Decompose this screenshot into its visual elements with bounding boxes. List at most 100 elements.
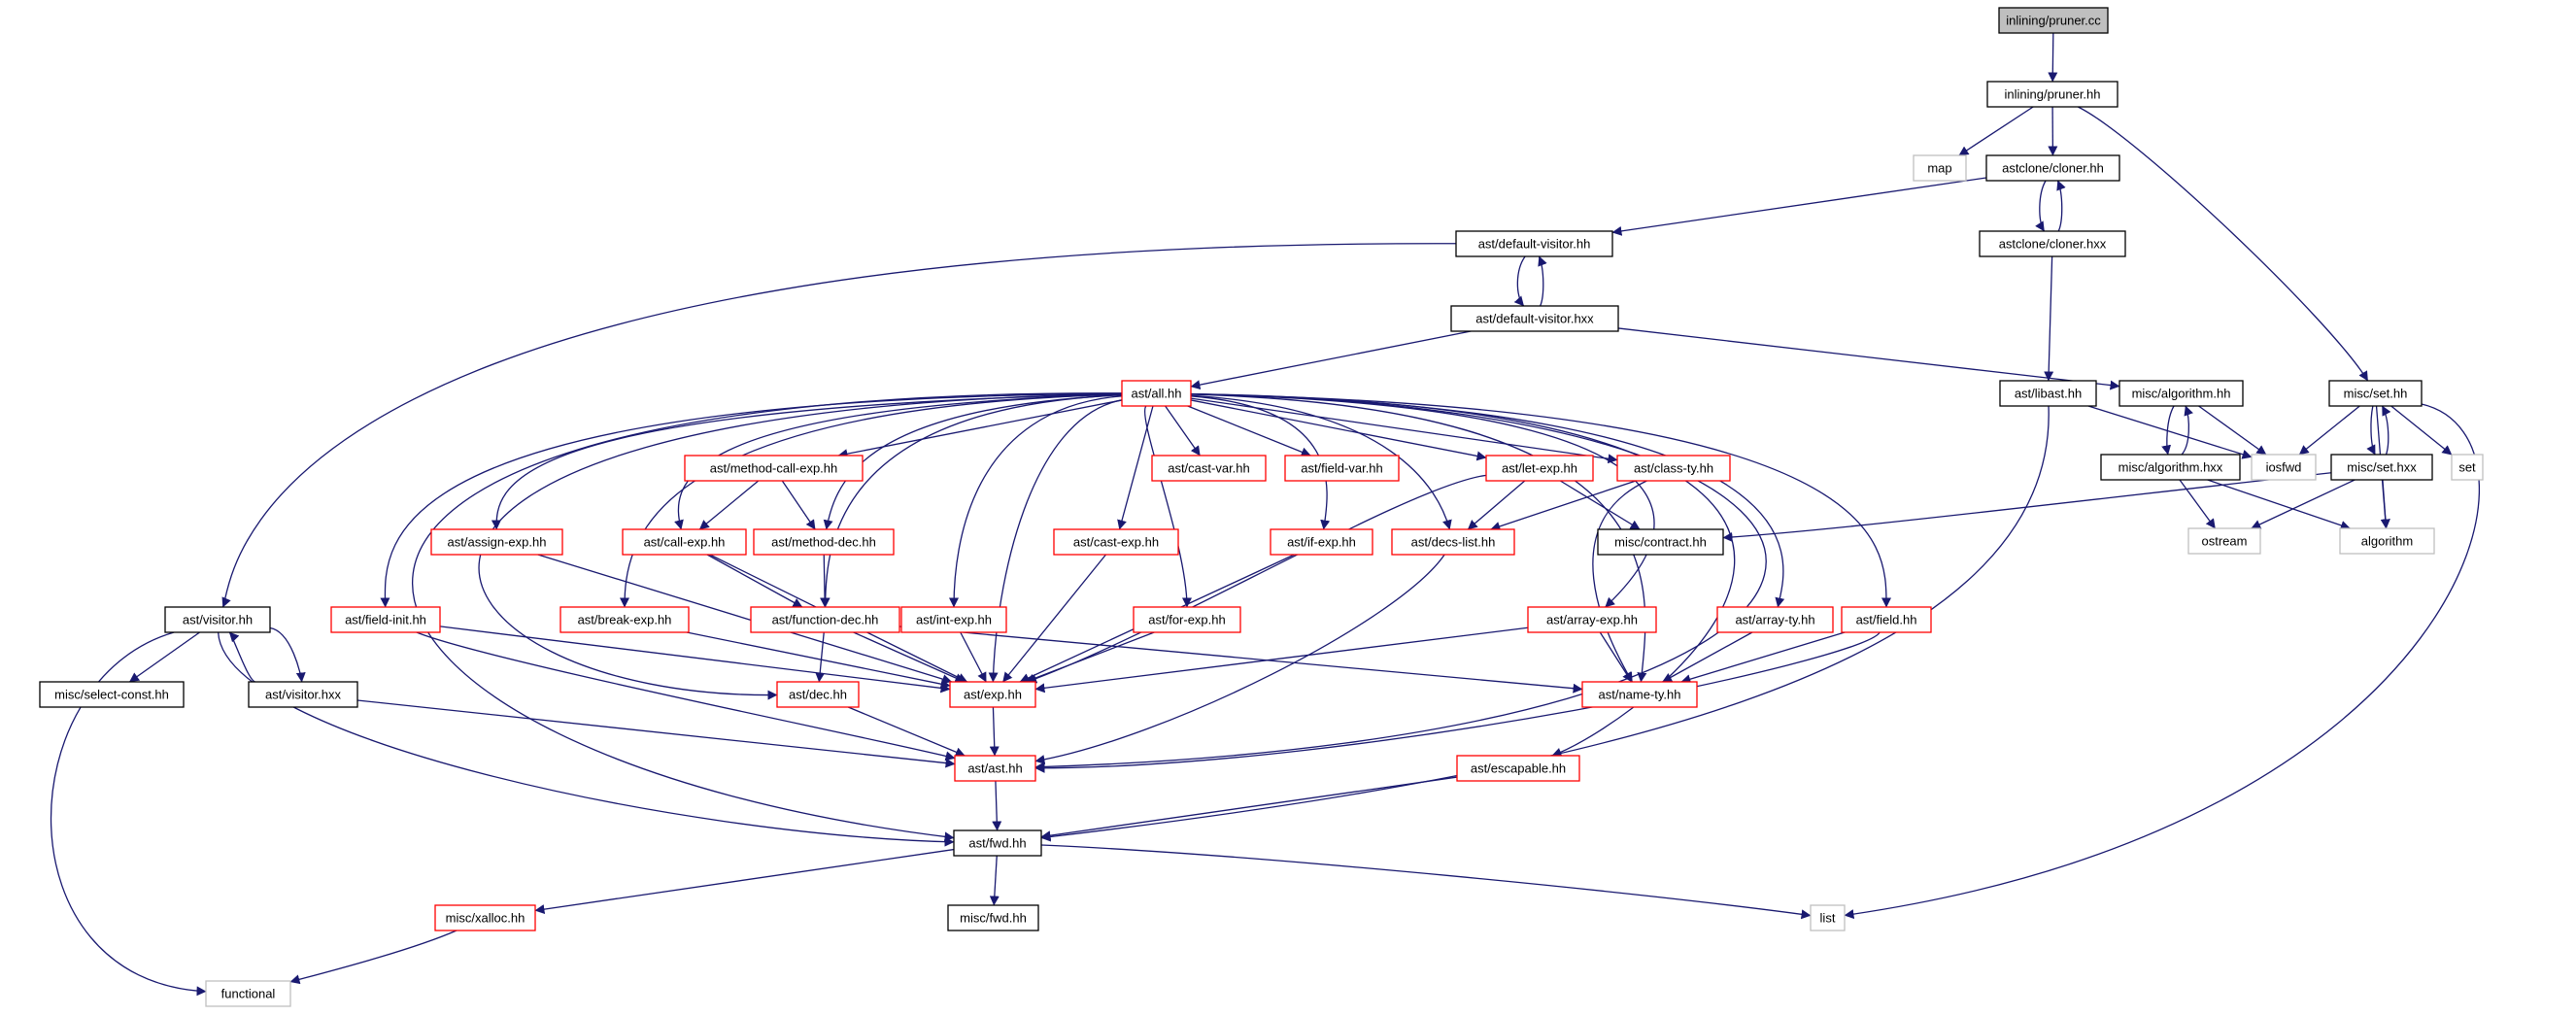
edge-all_hh-to-array_exp [1190, 393, 1655, 608]
edge-all_hh-to-array_ty [1190, 393, 1785, 608]
node-box [949, 681, 1036, 708]
edge-cloner_hh-to-cloner_hxx [2035, 180, 2047, 232]
node-visitor-hxx[interactable]: ast/visitor.hxx [248, 681, 358, 708]
node-method-dec[interactable]: ast/method-dec.hh [753, 528, 895, 556]
node-label: ast/default-visitor.hxx [1475, 312, 1594, 326]
node-int-exp[interactable]: ast/int-exp.hh [900, 606, 1007, 633]
edge-misc_algorithm_hh-to-iosfwd [2198, 405, 2267, 456]
node-box [330, 606, 441, 633]
node-misc-contract[interactable]: misc/contract.hh [1597, 528, 1724, 556]
node-list: list [1810, 904, 1846, 931]
node-name-ty[interactable]: ast/name-ty.hh [1581, 681, 1698, 708]
node-box [430, 528, 563, 556]
node-box [750, 606, 900, 633]
node-array-exp[interactable]: ast/array-exp.hh [1527, 606, 1657, 633]
node-box [2118, 380, 2244, 407]
edge-cloner_hxx-to-cloner_hh [2056, 180, 2066, 232]
edge-method_call_exp-to-call_exp [698, 480, 760, 530]
node-misc-set-hxx[interactable]: misc/set.hxx [2330, 454, 2433, 481]
node-label: iosfwd [2266, 460, 2302, 475]
edge-array_exp-to-name_ty [1599, 631, 1633, 683]
edge-cast_exp-to-exp_hh [1002, 554, 1106, 683]
node-decs-list[interactable]: ast/decs-list.hh [1391, 528, 1515, 556]
node-method-call-exp[interactable]: ast/method-call-exp.hh [684, 455, 864, 482]
edge-all_hh-to-int_exp [949, 395, 1123, 608]
node-label: ast/let-exp.hh [1502, 461, 1577, 476]
node-box [1985, 154, 2120, 182]
edge-default_visitor_hxx-to-misc_algorithm_hh [1617, 327, 2120, 390]
node-label: ast/visitor.hxx [265, 688, 342, 702]
node-field-var[interactable]: ast/field-var.hh [1284, 455, 1400, 482]
node-box [954, 755, 1036, 782]
edge-let_exp-to-decs_list [1467, 480, 1526, 530]
edge-misc_set_hxx-to-algorithm [2380, 479, 2390, 529]
node-label: misc/set.hh [2344, 387, 2408, 401]
node-assign-exp[interactable]: ast/assign-exp.hh [430, 528, 563, 556]
node-box [2328, 380, 2423, 407]
node-pruner-hh[interactable]: inlining/pruner.hh [1986, 81, 2118, 108]
node-box [2339, 527, 2435, 555]
edge-xalloc-to-functional [289, 930, 458, 985]
node-class-ty[interactable]: ast/class-ty.hh [1616, 455, 1731, 482]
edge-pruner_hh-to-map [1958, 106, 2034, 156]
node-default-visitor-hxx[interactable]: ast/default-visitor.hxx [1450, 305, 1619, 332]
node-root[interactable]: inlining/pruner.cc [1998, 7, 2109, 34]
node-cast-var[interactable]: ast/cast-var.hh [1151, 455, 1267, 482]
node-box [1121, 380, 1192, 407]
node-misc-algorithm-hxx[interactable]: misc/algorithm.hxx [2100, 454, 2241, 481]
edge-pruner_hh-to-misc_set_hh [2078, 106, 2369, 382]
node-misc-set-hh[interactable]: misc/set.hh [2328, 380, 2423, 407]
node-misc-fwd[interactable]: misc/fwd.hh [947, 904, 1039, 931]
node-dec-hh[interactable]: ast/dec.hh [776, 681, 860, 708]
node-select-const[interactable]: misc/select-const.hh [39, 681, 185, 708]
node-misc-algorithm-hh[interactable]: misc/algorithm.hh [2118, 380, 2244, 407]
node-array-ty[interactable]: ast/array-ty.hh [1716, 606, 1834, 633]
node-iosfwd: iosfwd [2251, 454, 2317, 481]
node-box [1053, 528, 1179, 556]
node-visitor-hh[interactable]: ast/visitor.hh [164, 606, 271, 633]
node-cloner-hh[interactable]: astclone/cloner.hh [1985, 154, 2120, 182]
node-libast-hh[interactable]: ast/libast.hh [1999, 380, 2097, 407]
node-label: ast/assign-exp.hh [448, 535, 547, 550]
node-break-exp[interactable]: ast/break-exp.hh [559, 606, 690, 633]
node-escapable[interactable]: ast/escapable.hh [1456, 755, 1580, 782]
node-label: inlining/pruner.cc [2006, 14, 2101, 28]
node-all-hh[interactable]: ast/all.hh [1121, 380, 1192, 407]
node-call-exp[interactable]: ast/call-exp.hh [622, 528, 747, 556]
node-label: misc/select-const.hh [54, 688, 169, 702]
node-cast-exp[interactable]: ast/cast-exp.hh [1053, 528, 1179, 556]
node-box [622, 528, 747, 556]
edge-field_init-to-ast_hh [416, 631, 956, 761]
node-field-init[interactable]: ast/field-init.hh [330, 606, 441, 633]
node-box [1810, 904, 1846, 931]
edge-function_dec-to-exp_hh [853, 631, 966, 683]
node-label: ast/default-visitor.hh [1478, 237, 1591, 252]
edge-class_ty-to-decs_list [1490, 480, 1637, 531]
node-default-visitor-hh[interactable]: ast/default-visitor.hh [1455, 230, 1613, 257]
node-fwd-hh[interactable]: ast/fwd.hh [953, 829, 1042, 857]
edge-libast_hh-to-iosfwd [2087, 405, 2253, 459]
edge-default_visitor_hh-to-visitor_hh [221, 243, 1457, 608]
node-xalloc[interactable]: misc/xalloc.hh [434, 904, 536, 931]
edge-break_exp-to-exp_hh [686, 631, 951, 690]
node-cloner-hxx[interactable]: astclone/cloner.hxx [1979, 230, 2126, 257]
node-label: ast/exp.hh [964, 688, 1022, 702]
node-label: ast/cast-exp.hh [1073, 535, 1159, 550]
edge-let_exp-to-exp_hh [1027, 474, 1487, 684]
node-label: ast/int-exp.hh [916, 613, 992, 627]
node-if-exp[interactable]: ast/if-exp.hh [1270, 528, 1373, 556]
edge-all_hh-to-cast_exp [1117, 405, 1154, 530]
edge-function_dec-to-dec_hh [815, 631, 826, 683]
node-ast-hh[interactable]: ast/ast.hh [954, 755, 1036, 782]
node-box [434, 904, 536, 931]
node-label: misc/xalloc.hh [446, 911, 525, 926]
edge-dec_hh-to-ast_hh [847, 706, 966, 757]
node-exp-hh[interactable]: ast/exp.hh [949, 681, 1036, 708]
edge-escapable-to-fwd_hh [1040, 776, 1458, 841]
node-let-exp[interactable]: ast/let-exp.hh [1485, 455, 1594, 482]
node-field-hh[interactable]: ast/field.hh [1841, 606, 1932, 633]
node-function-dec[interactable]: ast/function-dec.hh [750, 606, 900, 633]
node-box [1841, 606, 1932, 633]
node-label: ast/ast.hh [967, 761, 1022, 776]
node-for-exp[interactable]: ast/for-exp.hh [1133, 606, 1241, 633]
